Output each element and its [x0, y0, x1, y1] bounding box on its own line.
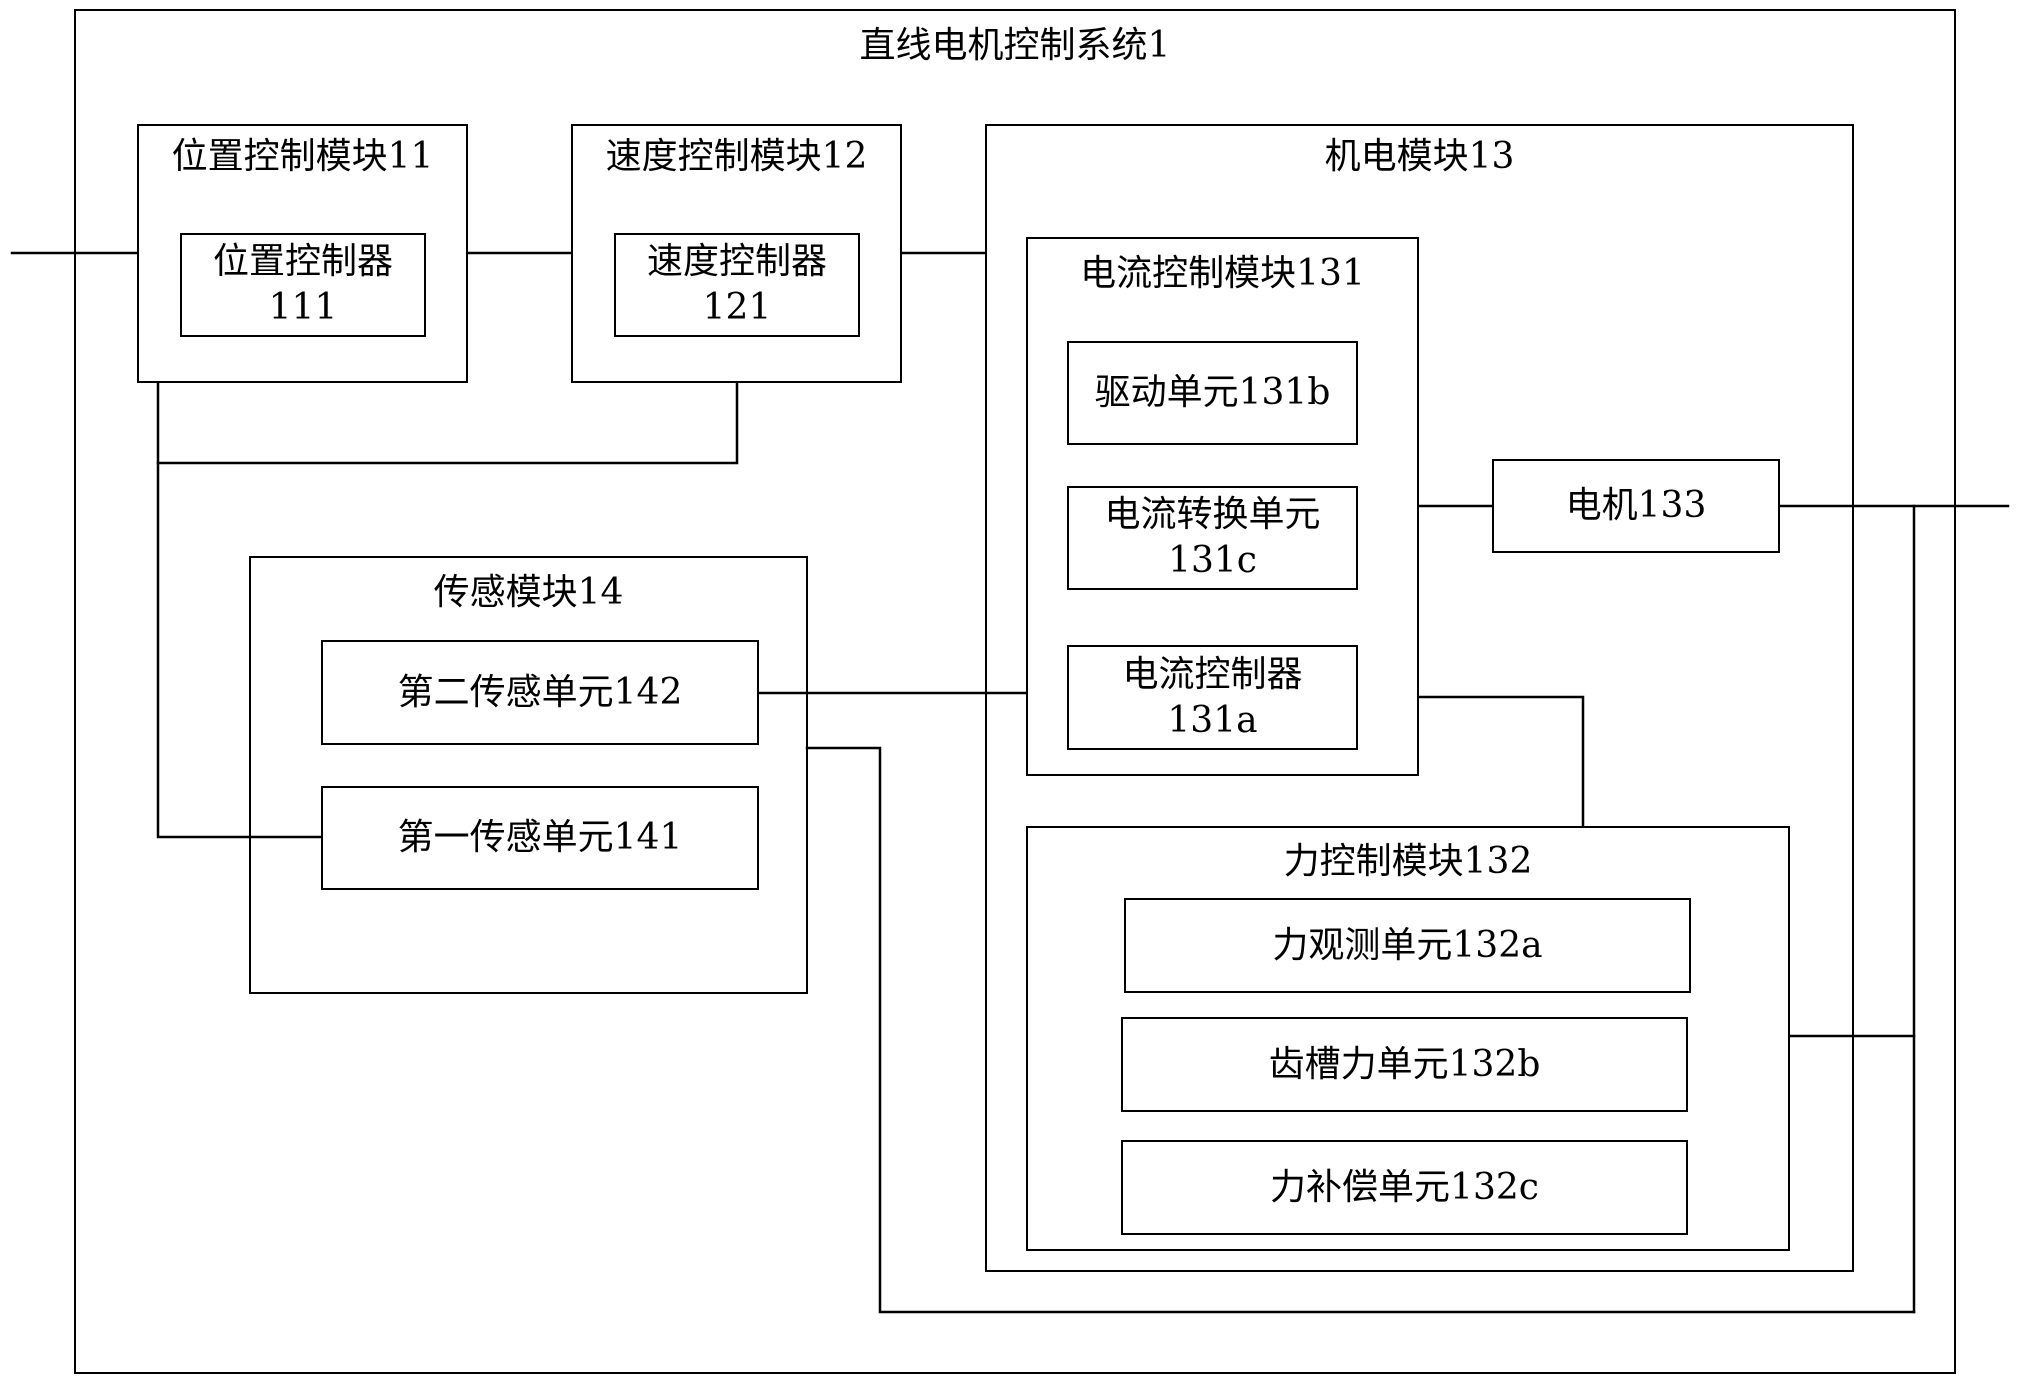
conversion-unit-id: 131c — [1168, 540, 1257, 581]
speed-controller-id: 121 — [702, 287, 772, 328]
motor: 电机133 — [1492, 459, 1780, 553]
bottom-loop-line — [805, 746, 1916, 1314]
speed-controller: 速度控制器 121 — [614, 233, 860, 337]
speed-feedback-line — [156, 381, 739, 465]
current-module-title: 电流控制模块131 — [1080, 253, 1365, 294]
electromech-module-title: 机电模块13 — [1324, 136, 1515, 177]
first-sensing-unit: 第一传感单元141 — [321, 786, 759, 890]
force-compensation-unit: 力补偿单元132c — [1121, 1140, 1688, 1235]
force-module-title: 力控制模块132 — [1283, 841, 1533, 882]
system-box: 直线电机控制系统1 — [74, 9, 1956, 1374]
force-observer-label: 力观测单元132a — [1272, 924, 1543, 966]
speed-control-module: 速度控制模块12 速度控制器 121 — [571, 124, 902, 383]
position-module-title: 位置控制模块11 — [171, 136, 434, 177]
first-sensing-label: 第一传感单元141 — [397, 817, 683, 858]
drive-unit-label: 驱动单元131b — [1094, 372, 1331, 413]
position-controller-name: 位置控制器 — [212, 241, 393, 282]
position-controller: 位置控制器 111 — [180, 233, 426, 337]
feedback-line — [156, 381, 325, 839]
system-title: 直线电机控制系统1 — [859, 25, 1171, 66]
electromechanical-module: 机电模块13 — [985, 124, 1854, 1272]
speed-controller-name: 速度控制器 — [646, 241, 827, 282]
second-sensing-label: 第二传感单元142 — [397, 671, 683, 713]
sensing-module-title: 传感模块14 — [433, 572, 624, 613]
current-controller-name: 电流控制器 — [1122, 653, 1303, 695]
cogging-force-unit: 齿槽力单元132b — [1121, 1017, 1688, 1112]
sensing-module: 传感模块14 — [249, 556, 808, 994]
speed-module-title: 速度控制模块12 — [605, 136, 868, 177]
force-compensation-label: 力补偿单元132c — [1270, 1166, 1539, 1208]
position-control-module: 位置控制模块11 位置控制器 111 — [137, 124, 468, 383]
current-controller-id: 131a — [1167, 699, 1258, 741]
current-conversion-unit: 电流转换单元 131c — [1067, 486, 1358, 590]
cogging-force-label: 齿槽力单元132b — [1268, 1043, 1541, 1085]
motor-label: 电机133 — [1565, 485, 1707, 526]
current-force-line — [1416, 695, 1585, 828]
force-observer-unit: 力观测单元132a — [1124, 898, 1691, 993]
conversion-unit-name: 电流转换单元 — [1104, 494, 1321, 535]
drive-unit: 驱动单元131b — [1067, 341, 1358, 445]
position-controller-id: 111 — [268, 287, 338, 328]
second-sensing-unit: 第二传感单元142 — [321, 640, 759, 745]
current-controller: 电流控制器 131a — [1067, 645, 1358, 750]
